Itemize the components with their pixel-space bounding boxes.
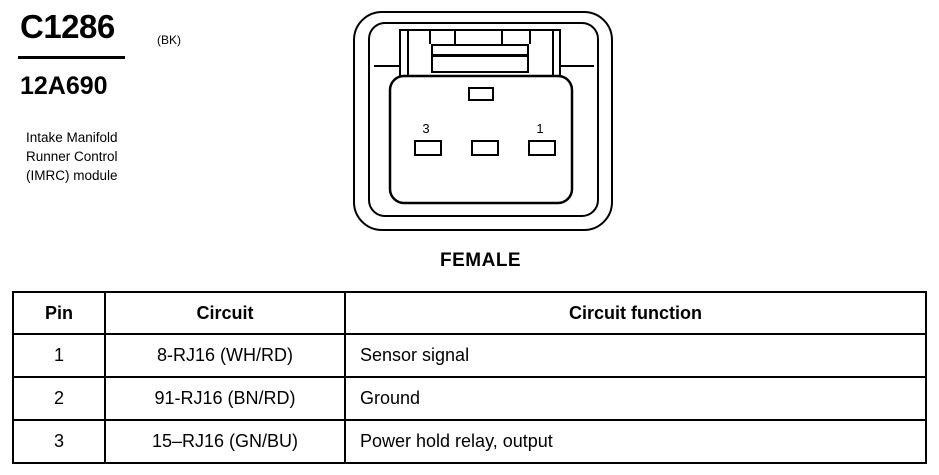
pinout-table: Pin Circuit Circuit function 1 8-RJ16 (W… — [12, 291, 927, 464]
connector-id: C1286 — [20, 8, 115, 45]
function-cell: Sensor signal — [344, 333, 927, 378]
pin-cell: 2 — [12, 376, 106, 421]
table-row: 3 15–RJ16 (GN/BU) Power hold relay, outp… — [12, 419, 927, 464]
connector-face-diagram: 3 1 — [353, 11, 613, 231]
description-line: Runner Control — [26, 149, 118, 164]
title-underline — [18, 56, 125, 59]
function-cell: Power hold relay, output — [344, 419, 927, 464]
column-header-pin: Pin — [12, 291, 106, 335]
description-line: (IMRC) module — [26, 168, 118, 183]
connector-inner-shell — [368, 22, 599, 217]
connector-color-code: (BK) — [157, 33, 181, 47]
circuit-cell: 91-RJ16 (BN/RD) — [104, 376, 346, 421]
pin-cavity-2 — [471, 140, 499, 156]
cavity-label-3: 3 — [422, 121, 429, 136]
connector-outer-shell — [353, 11, 613, 231]
connector-gender-label: FEMALE — [440, 250, 522, 271]
column-header-circuit-function: Circuit function — [344, 291, 927, 335]
table-row: 2 91-RJ16 (BN/RD) Ground — [12, 376, 927, 421]
circuit-cell: 15–RJ16 (GN/BU) — [104, 419, 346, 464]
cavity-label-1: 1 — [536, 121, 543, 136]
pin-cavity-3 — [414, 140, 442, 156]
column-header-circuit: Circuit — [104, 291, 346, 335]
locking-latch — [374, 29, 594, 76]
connector-description: Intake Manifold Runner Control (IMRC) mo… — [26, 128, 118, 185]
table-row: 1 8-RJ16 (WH/RD) Sensor signal — [12, 333, 927, 378]
pin-cell: 1 — [12, 333, 106, 378]
pin-cavity-1 — [528, 140, 556, 156]
circuit-cell: 8-RJ16 (WH/RD) — [104, 333, 346, 378]
pin-cell: 3 — [12, 419, 106, 464]
table-header-row: Pin Circuit Circuit function — [12, 291, 927, 335]
description-line: Intake Manifold — [26, 130, 118, 145]
function-cell: Ground — [344, 376, 927, 421]
connector-mating-face — [388, 74, 574, 205]
part-number: 12A690 — [20, 72, 108, 100]
polarization-key — [468, 87, 494, 101]
